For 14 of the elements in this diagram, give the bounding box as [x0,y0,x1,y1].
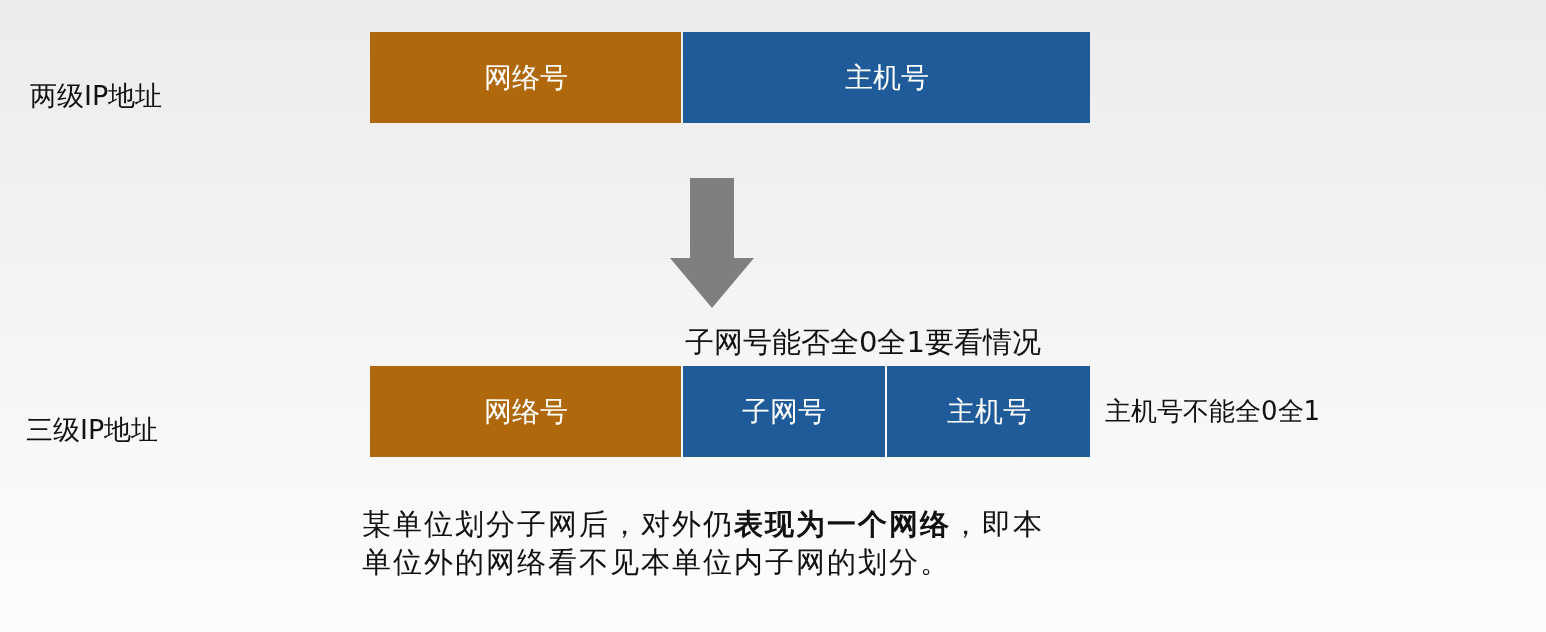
field-label: 主机号 [946,393,1031,430]
field-label: 子网号 [742,393,826,430]
address-field [370,32,681,123]
field-label: 网络号 [483,59,568,96]
address-field [683,32,1090,123]
annotation-text: 主机号不能全0全1 [1105,395,1321,428]
address-field [370,366,681,457]
row-label: 两级IP地址 [30,79,163,113]
field-label: 主机号 [844,59,929,96]
field-label: 网络号 [483,393,568,430]
annotation-text: 子网号能否全0全1要看情况 [685,324,1041,361]
note-text: 某单位划分子网后，对外仍表现为一个网络，即本单位外的网络看不见本单位内子网的划分。 [362,506,1045,581]
row-label: 三级IP地址 [26,413,159,447]
down-arrow [670,178,754,308]
